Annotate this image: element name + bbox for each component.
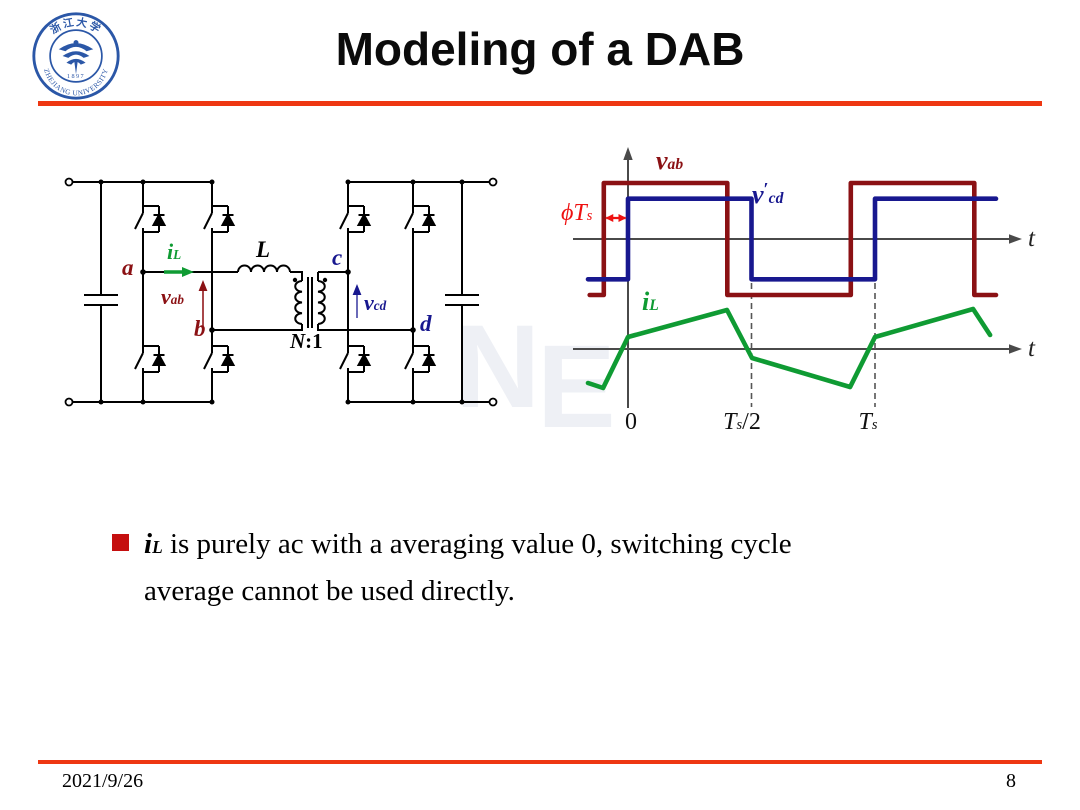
label-inductor-L: L [256,237,271,262]
left-capacitor [84,182,118,402]
turns-n: N [290,329,306,353]
node-dots [98,179,465,405]
label-wf-iL: iL [642,287,659,316]
vab-voltage-arrow [198,280,208,326]
label-t-axis-bottom: t [1028,335,1035,362]
label-circuit-iL: iL [167,239,182,264]
transformer [292,277,328,328]
il-current-arrow [164,267,194,277]
page-number: 8 [1006,770,1016,792]
logo-year: 1897 [67,73,85,80]
right-capacitor [445,182,479,402]
bullet-line1: iL is purely ac with a averaging value 0… [144,528,792,560]
vcd-voltage-arrow [352,284,362,318]
port-terminals [64,177,498,407]
slide-title: Modeling of a DAB [335,23,745,75]
label-phase-shift: ϕTs [561,200,593,226]
label-t-axis-top: t [1028,225,1035,252]
label-turns-ratio: N:1 [290,331,323,352]
series-inductor [237,264,291,273]
tick-ts: Ts [858,409,878,435]
turns-ratio-rest: :1 [305,329,323,353]
switch-cells [134,205,437,373]
dab-circuit-diagram [64,177,498,407]
label-node-d: d [420,311,432,336]
label-wf-vcd-prime: v′cd [752,179,784,210]
label-circuit-vcd: vcd [364,290,387,315]
watermark-letter-n: N [455,301,541,433]
label-node-b: b [194,316,206,341]
label-circuit-vab: vab [161,284,184,309]
label-wf-vab: vab [656,146,684,175]
tick-zero: 0 [625,409,637,435]
waveform-series [585,180,999,391]
footer-divider-rule [38,760,1042,764]
logo-inner-ring [49,29,103,83]
dashed-period-markers [750,283,876,407]
title-divider-rule [38,101,1042,106]
bullet-iL: iL [144,528,163,560]
axis-arrowheads [623,147,1022,354]
label-node-c: c [332,245,343,270]
eagle-emblem-icon [58,40,94,75]
tick-ts-half: Ts/2 [723,409,761,435]
bullet-text: iL is purely ac with a averaging value 0… [144,522,994,613]
bullet-line2: average cannot be used directly. [144,575,515,607]
bullet-marker [112,534,129,551]
label-node-a: a [122,255,134,280]
phase-shift-arrow [605,214,627,222]
university-logo: 1897 浙江大学 ZHEJIANG UNIVERSITY [32,12,120,100]
footer-date: 2021/9/26 [62,770,144,792]
waveform-plot [573,147,1022,408]
